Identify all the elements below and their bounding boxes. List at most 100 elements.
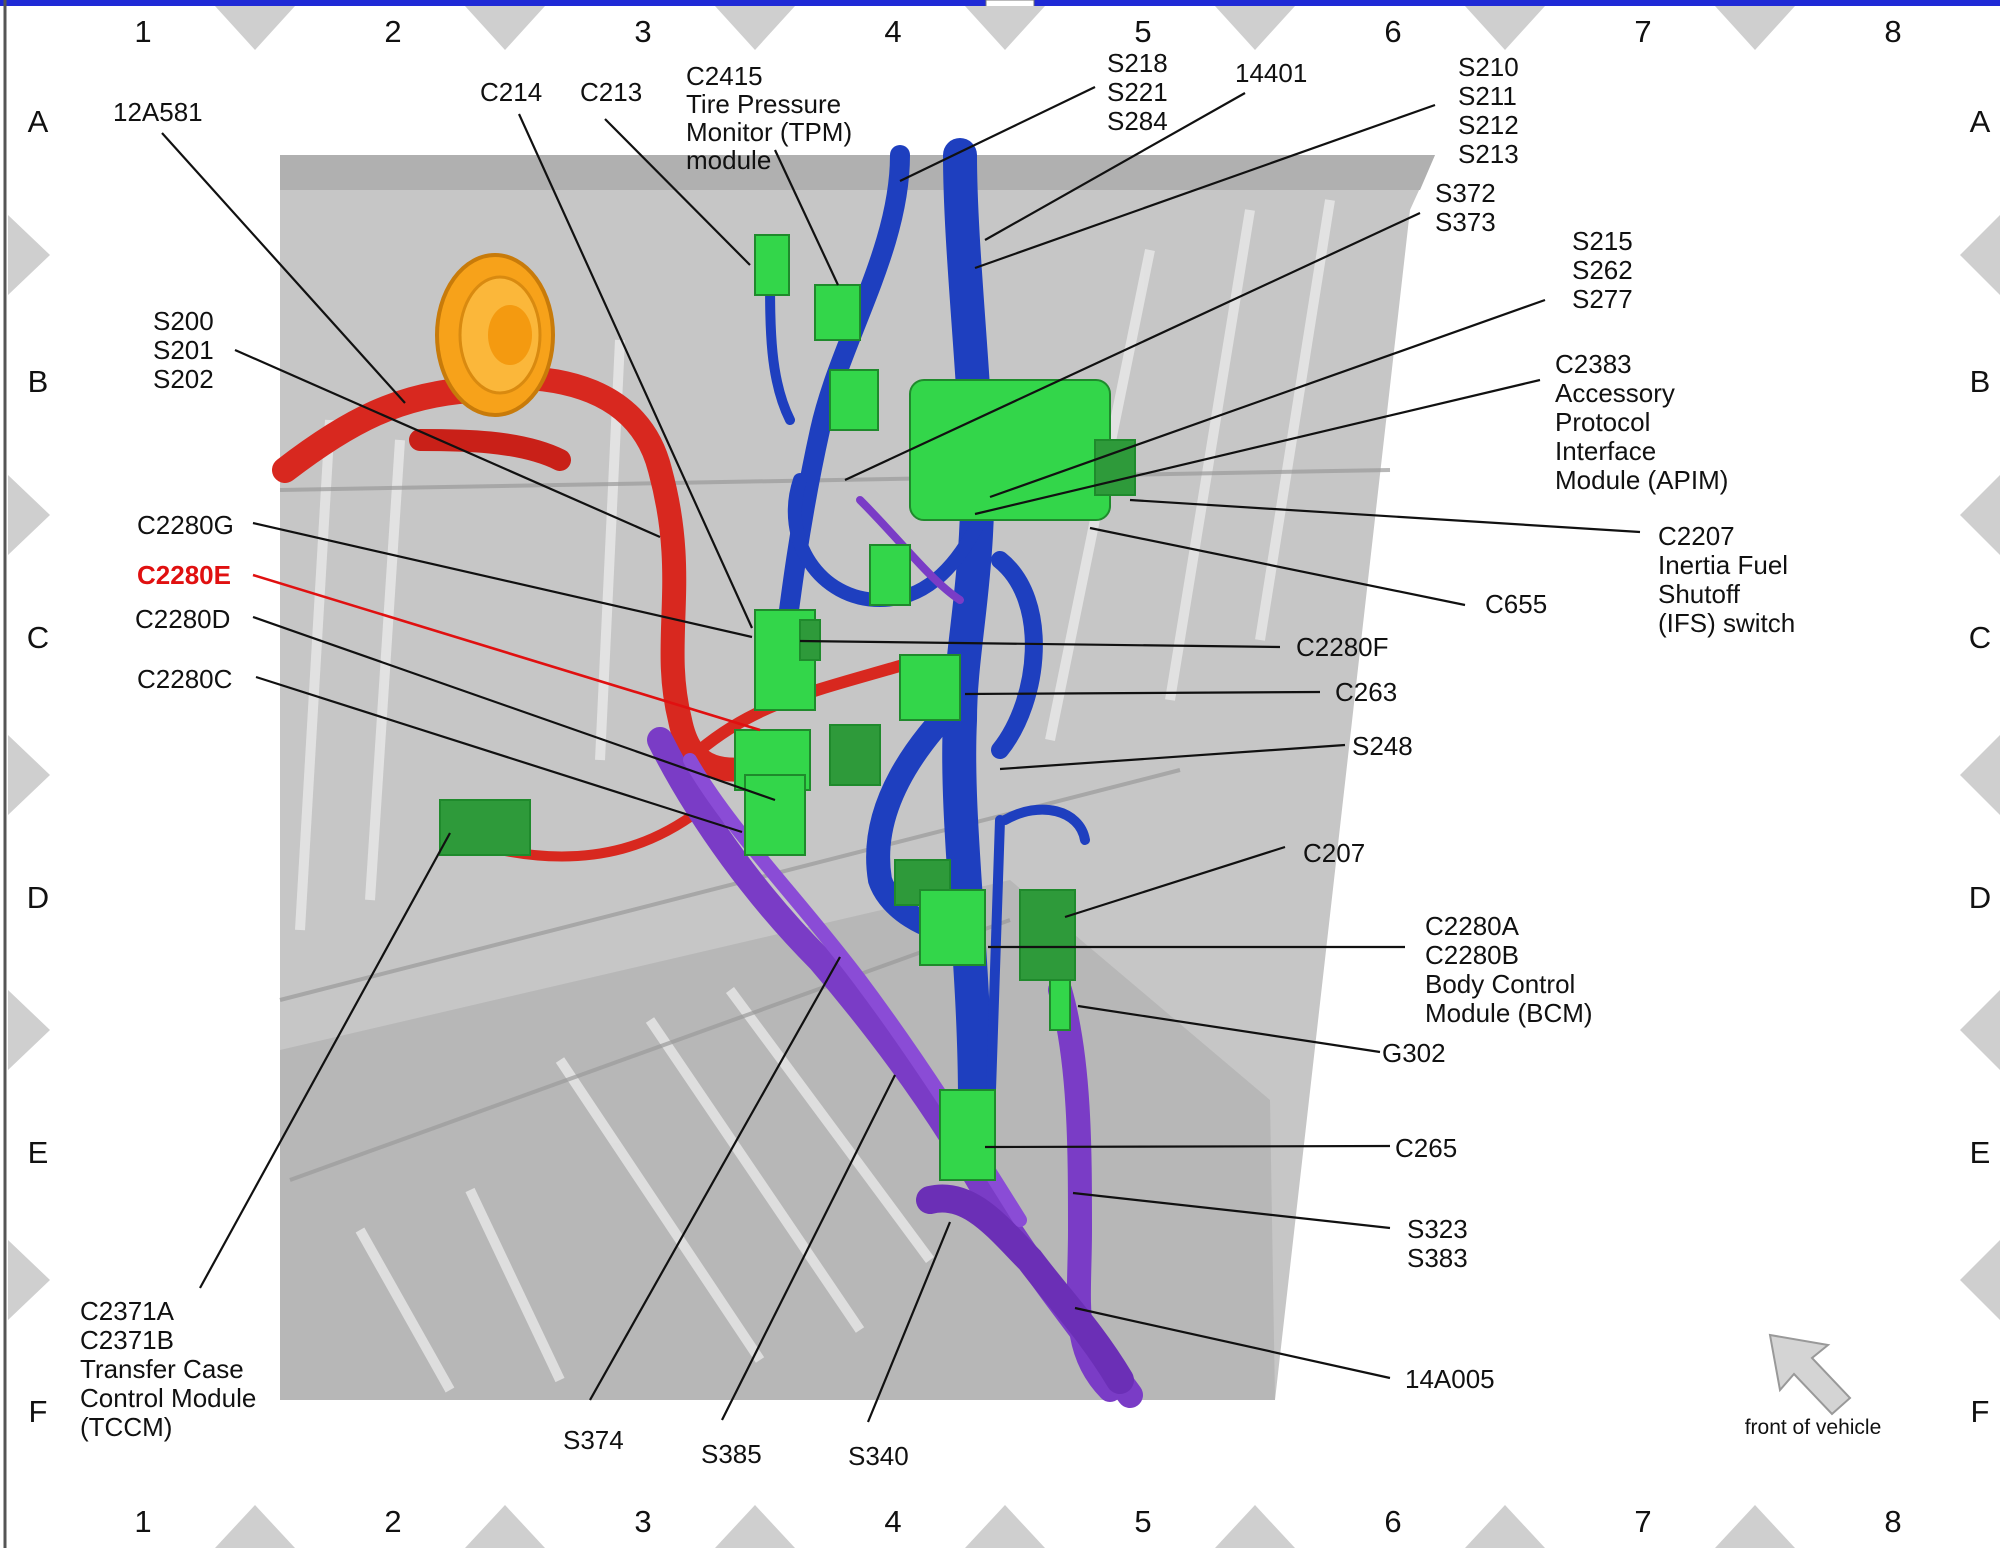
label-s215: S215 S262 S277: [1572, 226, 1640, 314]
leader-c2280e: [252, 573, 761, 732]
label-c655: C655: [1485, 589, 1547, 619]
column-numbers-top: 1 2 3 4 5 6 7 8: [134, 14, 1901, 49]
label-c2280e: C2280E: [137, 560, 231, 590]
leader-s215: [989, 298, 1546, 499]
leader-c2371: [199, 832, 451, 1289]
leader-s374: [589, 956, 841, 1401]
row-a: A: [28, 104, 49, 139]
label-s248: S248: [1352, 731, 1413, 761]
leader-c214: [517, 113, 754, 629]
col-1: 1: [134, 1504, 151, 1539]
front-of-vehicle-indicator: front of vehicle: [1745, 1333, 1882, 1439]
col-4: 4: [884, 1504, 901, 1539]
label-c213: C213: [580, 77, 642, 107]
label-s385: S385: [701, 1439, 762, 1469]
leader-s200: [234, 348, 661, 539]
row-d: D: [27, 880, 49, 915]
label-c2383: C2383 Accessory Protocol Interface Modul…: [1555, 349, 1728, 495]
label-c263: C263: [1335, 677, 1397, 707]
leader-c263: [964, 690, 1321, 696]
leader-s248: [999, 743, 1346, 771]
row-letters-left: A B C D E F: [27, 104, 49, 1429]
leader-14a005: [1074, 1306, 1391, 1380]
row-f: F: [1971, 1394, 1990, 1429]
col-7: 7: [1634, 14, 1651, 49]
label-s323: S323 S383: [1407, 1214, 1475, 1273]
label-c2280c: C2280C: [137, 664, 232, 694]
leader-12a581: [161, 132, 406, 404]
front-of-vehicle-label: front of vehicle: [1745, 1416, 1882, 1439]
front-arrow-icon: [1768, 1333, 1852, 1416]
grid-markers: [8, 6, 2000, 1548]
leader-s385: [721, 1074, 896, 1421]
leader-c2280f: [799, 639, 1281, 649]
label-c2371: C2371A C2371B Transfer Case Control Modu…: [80, 1296, 264, 1442]
col-2: 2: [384, 1504, 401, 1539]
leader-c213: [604, 118, 751, 266]
label-c265: C265: [1395, 1133, 1457, 1163]
label-c2280f: C2280F: [1296, 632, 1389, 662]
row-c: C: [1969, 620, 1991, 655]
grommet: [435, 253, 555, 417]
leader-c2280d: [252, 615, 776, 802]
label-c2280d: C2280D: [135, 604, 230, 634]
label-14401: 14401: [1235, 58, 1307, 88]
leader-c2207: [1129, 498, 1641, 534]
label-g302: G302: [1382, 1038, 1446, 1068]
row-b: B: [1970, 364, 1991, 399]
label-s218: S218 S221 S284: [1107, 48, 1175, 136]
red-harness: [272, 365, 926, 862]
leader-c207: [1064, 845, 1286, 919]
col-8: 8: [1884, 1504, 1901, 1539]
col-5: 5: [1134, 14, 1151, 49]
label-c214: C214: [480, 77, 542, 107]
leader-g302: [1077, 1004, 1381, 1054]
column-numbers-bottom: 1 2 3 4 5 6 7 8: [134, 1504, 1901, 1539]
label-c207: C207: [1303, 838, 1365, 868]
row-e: E: [1970, 1135, 1991, 1170]
row-letters-right: A B C D E F: [1969, 104, 1991, 1429]
row-d: D: [1969, 880, 1991, 915]
row-f: F: [29, 1394, 48, 1429]
leader-c2280c: [255, 675, 743, 834]
callout-labels: 12A581 C214 C213 C2415 Tire Pressure Mon…: [80, 48, 1795, 1471]
col-7: 7: [1634, 1504, 1651, 1539]
col-2: 2: [384, 14, 401, 49]
row-c: C: [27, 620, 49, 655]
col-6: 6: [1384, 14, 1401, 49]
leader-s323: [1072, 1191, 1391, 1230]
row-b: B: [28, 364, 49, 399]
label-s200: S200 S201 S202: [153, 306, 221, 394]
leader-c2280g: [252, 521, 753, 639]
col-5: 5: [1134, 1504, 1151, 1539]
label-14a005: 14A005: [1405, 1364, 1495, 1394]
row-e: E: [28, 1135, 49, 1170]
label-12a581: 12A581: [113, 97, 203, 127]
leader-c2415: [774, 149, 839, 286]
label-c2280g: C2280G: [137, 510, 234, 540]
label-c2280a: C2280A C2280B Body Control Module (BCM): [1425, 911, 1593, 1028]
leader-c265: [984, 1144, 1391, 1149]
leader-lines: [161, 86, 1641, 1423]
label-c2415: C2415 Tire Pressure Monitor (TPM) module: [686, 61, 859, 175]
col-3: 3: [634, 1504, 651, 1539]
col-6: 6: [1384, 1504, 1401, 1539]
leader-s218: [899, 86, 1096, 182]
leader-s372: [844, 212, 1421, 481]
col-1: 1: [134, 14, 151, 49]
connectors: [439, 234, 1136, 1181]
row-a: A: [1970, 104, 1991, 139]
leader-c2383: [974, 378, 1541, 516]
col-4: 4: [884, 14, 901, 49]
leader-s340: [866, 1221, 952, 1423]
leader-14401: [984, 92, 1246, 241]
col-8: 8: [1884, 14, 1901, 49]
leader-s210: [974, 103, 1436, 270]
label-c2207: C2207 Inertia Fuel Shutoff (IFS) switch: [1658, 521, 1795, 638]
col-3: 3: [634, 14, 651, 49]
label-s210: S210 S211 S212 S213: [1458, 52, 1526, 169]
label-s372: S372 S373: [1435, 178, 1503, 237]
leader-c655: [1089, 526, 1466, 607]
label-s374: S374: [563, 1425, 624, 1455]
